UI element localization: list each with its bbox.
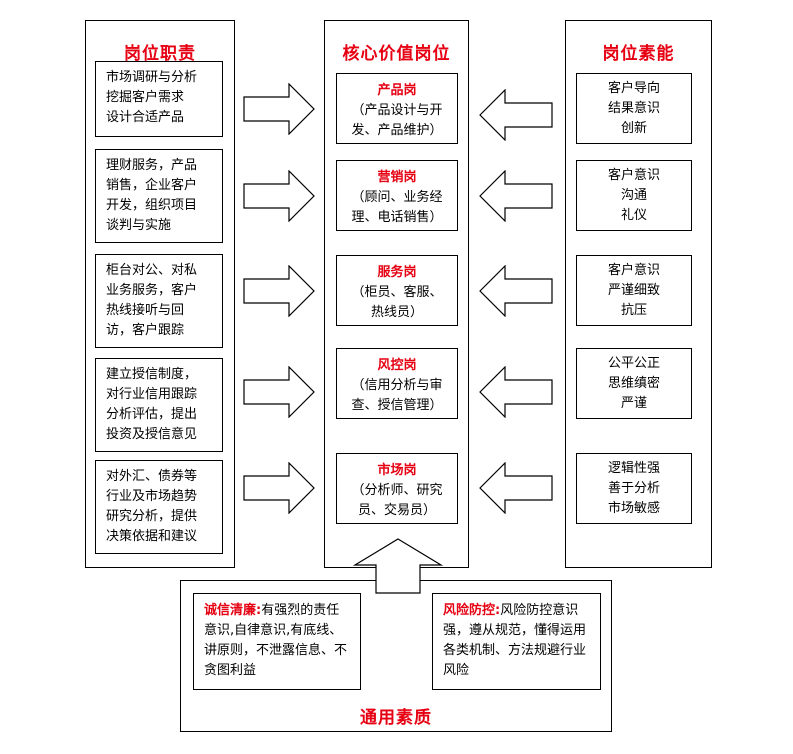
competence-line: 结果意识 [607, 101, 660, 116]
integrity-first-line-text: 有强烈的责任 [261, 603, 340, 618]
arrow-left-icon [479, 89, 553, 141]
role-box-service: 服务岗 （柜员、客服、 热线员） [336, 255, 458, 326]
duty-line: 谈判与实施 [106, 218, 172, 233]
duty-line: 研究分析，提供 [106, 509, 198, 524]
competence-line: 逻辑性强 [607, 461, 660, 476]
arrow-left-icon [479, 170, 553, 222]
integrity-label: 诚信清廉: [204, 603, 262, 618]
role-box-risk: 风控岗 （信用分析与审 查、授信管理） [336, 348, 458, 419]
duty-line: 投资及授信意见 [106, 427, 198, 442]
core-column-title: 核心价值岗位 [342, 44, 451, 64]
competence-line: 严谨 [620, 396, 647, 411]
duty-line: 分析评估，提出 [106, 407, 198, 422]
competence-box-marketing: 客户意识 沟通 礼仪 [576, 160, 692, 231]
arrow-up-icon [353, 538, 443, 594]
integrity-line: 意识,自律意识,有底线、 [204, 623, 343, 638]
duty-line: 理财服务，产品 [106, 158, 198, 173]
role-name: 市场岗 [377, 463, 417, 478]
integrity-first-line: 诚信清廉:有强烈的责任 [204, 601, 360, 621]
duty-line: 建立授信制度， [106, 367, 198, 382]
arrow-right-icon [243, 462, 315, 514]
duty-line: 销售，企业客户 [106, 178, 198, 193]
duty-line: 访，客户跟踪 [106, 323, 185, 338]
integrity-line: 讲原则，不泄露信息、不 [204, 643, 348, 658]
competence-box-product: 客户导向 结果意识 创新 [576, 73, 692, 144]
competence-line: 创新 [620, 121, 647, 136]
role-name: 营销岗 [377, 170, 417, 185]
role-name: 服务岗 [377, 265, 417, 280]
risk-line: 各类机制、方法规避行业 [443, 643, 587, 658]
duty-line: 设计合适产品 [106, 110, 185, 125]
role-desc-line: 发、产品维护） [351, 123, 443, 138]
duty-box-market: 对外汇、债券等 行业及市场趋势 研究分析，提供 决策依据和建议 [95, 460, 223, 554]
duty-line: 决策依据和建议 [106, 529, 198, 544]
duty-line: 行业及市场趋势 [106, 489, 198, 504]
role-desc-line: （信用分析与审 [351, 378, 443, 393]
role-box-product: 产品岗 （产品设计与开 发、产品维护） [336, 73, 458, 144]
integrity-line: 贪图利益 [204, 663, 257, 678]
role-box-marketing: 营销岗 （顾问、业务经 理、电话销售） [336, 160, 458, 231]
competence-line: 客户意识 [607, 263, 660, 278]
arrow-right-icon [243, 366, 315, 418]
risk-label: 风险防控: [443, 603, 501, 618]
role-desc-line: （顾问、业务经 [351, 190, 443, 205]
role-name: 产品岗 [377, 83, 417, 98]
role-desc-line: 热线员） [370, 305, 423, 320]
risk-line: 风险 [443, 663, 470, 678]
competence-column-title: 岗位素能 [602, 44, 675, 64]
risk-first-line: 风险防控:风险防控意识 [443, 601, 600, 621]
duties-column-title: 岗位职责 [124, 44, 196, 64]
duty-line: 挖掘客户需求 [106, 90, 185, 105]
integrity-box: 诚信清廉:有强烈的责任 意识,自律意识,有底线、 讲原则，不泄露信息、不 贪图利… [193, 593, 361, 690]
role-desc-line: （产品设计与开 [351, 103, 443, 118]
duty-line: 市场调研与分析 [106, 70, 198, 85]
risk-first-line-text: 风险防控意识 [500, 603, 579, 618]
role-desc-line: 理、电话销售） [351, 210, 443, 225]
risk-line: 强，遵从规范，懂得运用 [443, 623, 587, 638]
competence-line: 客户意识 [607, 168, 660, 183]
competence-line: 善于分析 [607, 481, 660, 496]
competence-line: 礼仪 [620, 208, 647, 223]
arrow-left-icon [479, 265, 553, 317]
duty-box-risk: 建立授信制度， 对行业信用跟踪 分析评估，提出 投资及授信意见 [95, 358, 223, 452]
competence-line: 沟通 [620, 188, 647, 203]
role-name: 风控岗 [377, 358, 417, 373]
duty-box-product: 市场调研与分析 挖掘客户需求 设计合适产品 [95, 61, 223, 137]
competence-box-service: 客户意识 严谨细致 抗压 [576, 255, 692, 326]
role-desc-line: 员、交易员） [357, 503, 436, 518]
duty-box-service: 柜台对公、对私 业务服务，客户 热线接听与回 访，客户跟踪 [95, 254, 223, 348]
role-desc-line: 查、授信管理） [351, 398, 443, 413]
competence-line: 市场敏感 [607, 501, 660, 516]
competence-box-risk: 公平公正 思维缜密 严谨 [576, 348, 692, 419]
competence-line: 公平公正 [607, 356, 660, 371]
duty-line: 开发，组织项目 [106, 198, 198, 213]
duty-line: 对行业信用跟踪 [106, 387, 198, 402]
duty-line: 对外汇、债券等 [106, 469, 198, 484]
competence-line: 思维缜密 [607, 376, 660, 391]
duty-box-marketing: 理财服务，产品 销售，企业客户 开发，组织项目 谈判与实施 [95, 149, 223, 243]
arrow-left-icon [479, 366, 553, 418]
arrow-right-icon [243, 170, 315, 222]
role-box-market: 市场岗 （分析师、研究 员、交易员） [336, 453, 458, 524]
duty-line: 柜台对公、对私 [106, 263, 198, 278]
role-desc-line: （柜员、客服、 [351, 285, 443, 300]
competence-box-market: 逻辑性强 善于分析 市场敏感 [576, 453, 692, 524]
arrow-right-icon [243, 265, 315, 317]
duty-line: 业务服务，客户 [106, 283, 198, 298]
risk-control-box: 风险防控:风险防控意识 强，遵从规范，懂得运用 各类机制、方法规避行业 风险 [432, 593, 601, 690]
competence-line: 抗压 [620, 303, 647, 318]
competence-line: 严谨细致 [607, 283, 660, 298]
competence-line: 客户导向 [607, 81, 660, 96]
role-desc-line: （分析师、研究 [351, 483, 443, 498]
arrow-left-icon [479, 462, 553, 514]
duty-line: 热线接听与回 [106, 303, 185, 318]
arrow-right-icon [243, 83, 315, 135]
general-qualities-title: 通用素质 [360, 708, 432, 728]
